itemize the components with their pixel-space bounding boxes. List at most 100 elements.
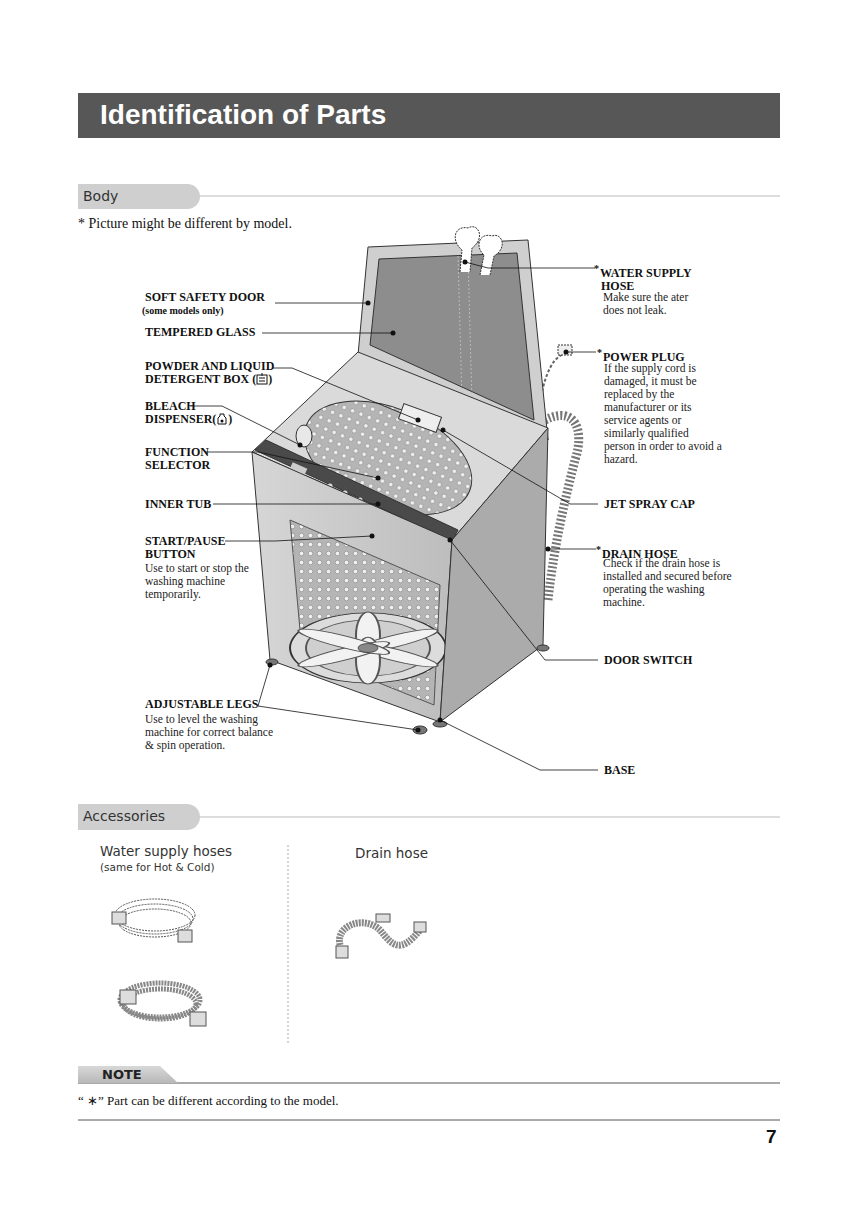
label-text: FUNCTION SELECTOR <box>145 445 210 472</box>
callout-label: (same for Hot & Cold) <box>100 861 280 874</box>
callout-label: JET SPRAY CAP <box>604 498 754 511</box>
drawing-part <box>416 728 421 733</box>
node-text: NOTE <box>102 1067 142 1083</box>
drawing-part <box>398 404 441 433</box>
label-text: Use to start or stop the washing machine… <box>145 562 249 600</box>
asterisk-mark: * <box>597 347 602 358</box>
callout-label: * Picture might be different by model. <box>78 216 398 232</box>
label-text: BLEACH DISPENSER( <box>145 399 216 426</box>
note-tab: NOTE <box>78 1066 178 1083</box>
detergent-icon <box>256 373 268 388</box>
callout-label: SOFT SAFETY DOOR <box>145 291 345 304</box>
callout-label: Check if the drain hose is installed and… <box>603 557 743 609</box>
label-text: Check if the drain hose is installed and… <box>603 557 732 608</box>
section-rule <box>200 196 780 197</box>
drawing-part <box>391 331 396 336</box>
water-hose-drawing <box>112 899 206 1026</box>
label-text: ADJUSTABLE LEGS <box>145 697 258 711</box>
callout-label: INNER TUB <box>145 498 345 511</box>
drawing-part <box>120 990 136 1004</box>
label-text: Make sure the ater does not leak. <box>603 291 688 316</box>
callout-label: If the supply cord is damaged, it must b… <box>604 362 722 466</box>
drawing-part <box>546 547 551 552</box>
drawing-part <box>366 301 371 306</box>
drain-hose-drawing <box>336 914 426 958</box>
drawing-part <box>252 452 452 722</box>
drawing-part <box>370 534 375 539</box>
drawing-part <box>537 645 549 651</box>
drawing-part <box>290 612 446 684</box>
label-text: * Picture might be different by model. <box>78 216 292 231</box>
label-text: START/PAUSE BUTTON <box>145 534 225 561</box>
drawing-part <box>178 930 192 942</box>
drawing-part <box>293 625 395 658</box>
drawing-part <box>376 502 381 507</box>
label-text: (same for Hot & Cold) <box>100 861 215 873</box>
callout-label: “ ∗” Part can be different according to … <box>78 1093 678 1108</box>
drawing-part <box>440 428 548 722</box>
label-text: (some models only) <box>142 305 224 316</box>
drawing-part <box>339 923 420 945</box>
callout-label: Water supply hoses <box>100 843 280 859</box>
drawing-part <box>376 476 381 481</box>
drawing-part <box>205 452 378 478</box>
title-band <box>78 93 780 138</box>
drawing-part <box>441 428 446 433</box>
drawing-part <box>190 1012 206 1026</box>
drawing-part <box>564 350 569 355</box>
label-text: “ ∗” Part can be different according to … <box>78 1093 339 1108</box>
callout-label: Drain hose <box>355 845 535 861</box>
drawing-part <box>262 333 393 334</box>
label-text: Use to level the washing machine for cor… <box>145 713 273 751</box>
bleach-icon <box>216 413 228 428</box>
drawing-part <box>336 946 348 958</box>
drawing-part <box>465 262 595 268</box>
label-text: JET SPRAY CAP <box>604 497 695 511</box>
callout-label: FUNCTION SELECTOR <box>145 446 235 472</box>
callout-label: START/PAUSE BUTTON <box>145 535 240 561</box>
drawing-part <box>225 536 372 541</box>
drawing-part <box>545 416 579 600</box>
section-band: Body <box>78 184 200 209</box>
drawing-part <box>458 256 462 400</box>
drawing-part <box>275 303 368 304</box>
asterisk-mark: * <box>596 544 601 555</box>
callout-label: BASE <box>604 764 754 777</box>
drawing-part <box>273 368 418 420</box>
callout-label: ADJUSTABLE LEGS <box>145 698 345 711</box>
drawing-part <box>298 443 303 448</box>
page-title: Identification of Parts <box>100 96 386 134</box>
callout-label: POWDER AND LIQUID DETERGENT BOX () <box>145 360 295 388</box>
label-text: ) <box>268 372 272 386</box>
drawing-part <box>112 912 126 924</box>
label-text: ) <box>228 412 232 426</box>
section-band: Accessories <box>78 804 200 830</box>
note-rule <box>78 1082 780 1083</box>
drawing-part <box>416 418 421 423</box>
drawing-part <box>443 430 598 504</box>
drawing-part <box>448 538 453 543</box>
callout-label: TEMPERED GLASS <box>145 326 345 339</box>
asterisk-mark: * <box>594 263 599 274</box>
label-text: POWDER AND LIQUID DETERGENT BOX ( <box>145 359 274 386</box>
callout-label: 7 <box>766 1127 796 1147</box>
drawing-part <box>290 520 440 705</box>
node-text: Body <box>83 187 118 205</box>
label-text: Drain hose <box>355 845 428 861</box>
note-rule <box>78 1120 780 1121</box>
callout-label: *WATER SUPPLY HOSE <box>594 262 711 293</box>
drawing-part <box>290 613 446 683</box>
label-text: If the supply cord is damaged, it must b… <box>604 362 722 465</box>
callout-label: *POWER PLUG <box>597 346 754 364</box>
callout-label: BLEACH DISPENSER() <box>145 400 235 428</box>
drawing-part <box>213 504 378 505</box>
drawing-part <box>566 352 596 353</box>
callout-label: DOOR SWITCH <box>604 654 754 667</box>
drawing-part <box>450 540 598 660</box>
drawing-part <box>358 644 378 653</box>
drawing-part <box>296 425 312 447</box>
node-text: Accessories <box>83 807 165 825</box>
callout-label: Use to start or stop the washing machine… <box>145 562 267 601</box>
divider <box>288 845 289 1045</box>
